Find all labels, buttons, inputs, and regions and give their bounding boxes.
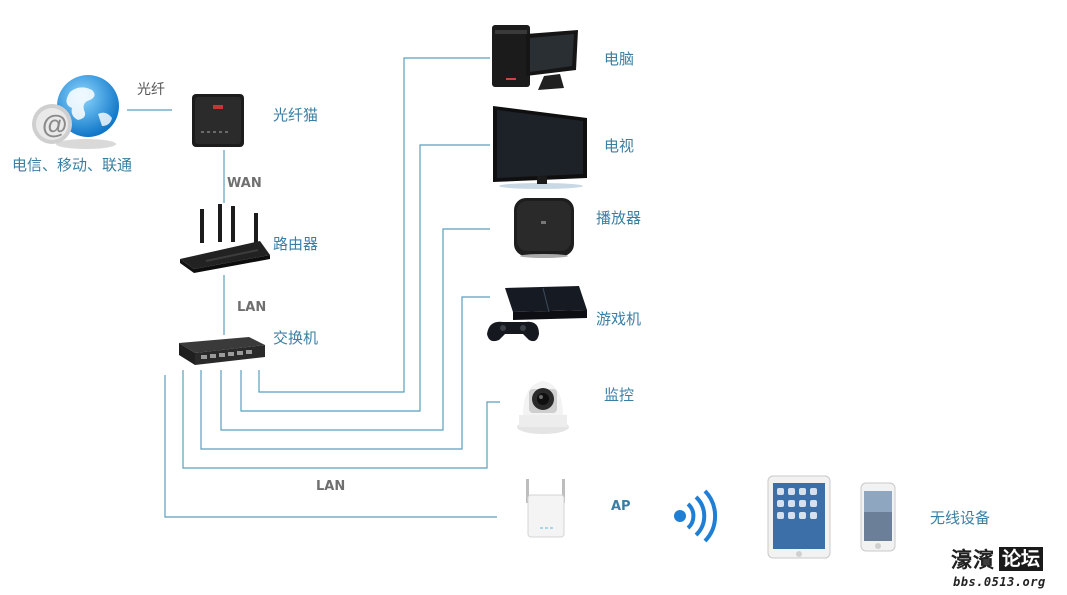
watermark-name: 濠濱 xyxy=(951,547,995,572)
player-label: 播放器 xyxy=(596,209,642,227)
wire-computer xyxy=(258,57,490,393)
lan-label-upper: LAN xyxy=(237,300,267,315)
wire-player xyxy=(220,228,490,431)
wire-tv xyxy=(240,144,490,412)
modem-icon xyxy=(192,94,244,147)
tv-icon xyxy=(493,106,587,189)
watermark-title: 濠濱 论坛 xyxy=(951,546,1044,572)
forum-watermark: 濠濱 论坛 bbs.0513.org xyxy=(951,546,1059,592)
tv-label: 电视 xyxy=(604,137,635,155)
console-label: 游戏机 xyxy=(596,310,642,328)
internet-globe-icon: @ xyxy=(32,75,119,149)
camera-icon xyxy=(517,381,569,434)
phone-icon xyxy=(860,482,896,552)
wire-camera xyxy=(182,370,500,469)
switch-icon xyxy=(179,337,265,365)
modem-label: 光纤猫 xyxy=(273,106,319,124)
fiber-label: 光纤 xyxy=(137,82,165,98)
wifi-signal-icon xyxy=(674,489,718,543)
wire-console xyxy=(200,296,490,450)
media-player-icon xyxy=(514,198,574,258)
wan-label: WAN xyxy=(227,176,262,191)
isp-label: 电信、移动、联通 xyxy=(12,156,133,174)
game-console-icon xyxy=(487,286,587,342)
wireless-devices-label: 无线设备 xyxy=(930,509,991,527)
watermark-url: bbs.0513.org xyxy=(953,575,1046,589)
switch-label: 交换机 xyxy=(273,329,319,347)
computer-icon xyxy=(492,25,578,90)
access-point-icon xyxy=(526,479,565,538)
computer-label: 电脑 xyxy=(604,50,635,68)
router-label: 路由器 xyxy=(273,235,319,253)
svg-text:@: @ xyxy=(42,109,67,139)
ap-label: AP xyxy=(611,499,631,514)
tablet-icon xyxy=(767,475,831,559)
wire-ap xyxy=(164,375,497,518)
watermark-badge: 论坛 xyxy=(999,547,1044,571)
camera-label: 监控 xyxy=(604,386,635,404)
router-icon xyxy=(180,204,270,273)
lan-label-lower: LAN xyxy=(316,479,346,494)
